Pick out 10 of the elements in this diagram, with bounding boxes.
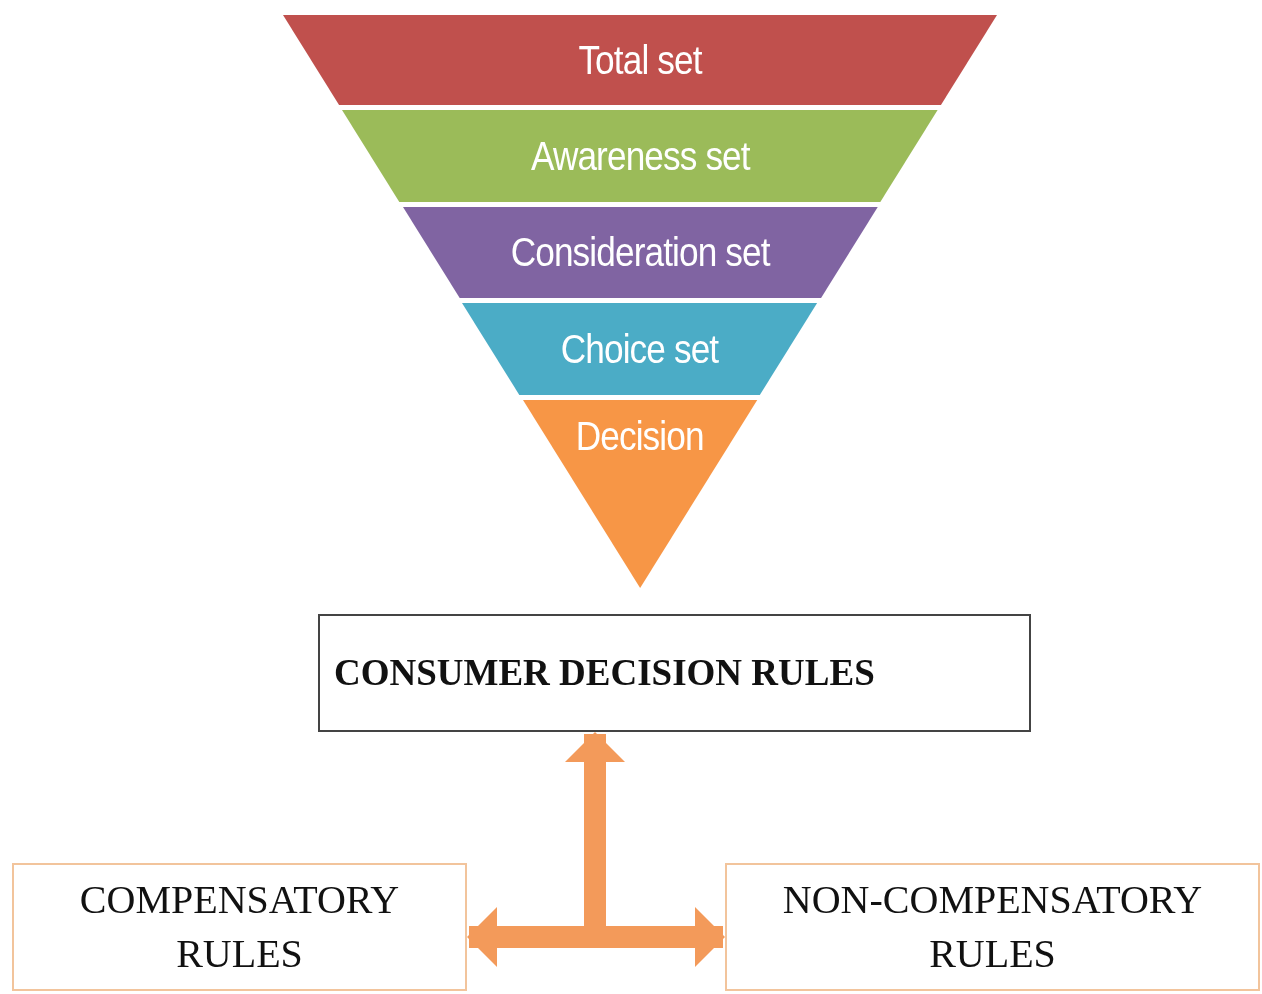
rule-label: COMPENSATORY RULES [78, 876, 401, 978]
band-label: Consideration set [510, 230, 770, 275]
block-arrow [565, 732, 625, 926]
band-label: Awareness set [530, 133, 750, 179]
block-arrow [467, 907, 725, 967]
band-label: Decision [576, 414, 704, 459]
rule-label: CONSUMER DECISION RULES [334, 651, 875, 696]
rule-label: NON-COMPENSATORY RULES [781, 876, 1204, 978]
band-label: Total set [578, 37, 702, 83]
band-label: Choice set [561, 326, 719, 372]
